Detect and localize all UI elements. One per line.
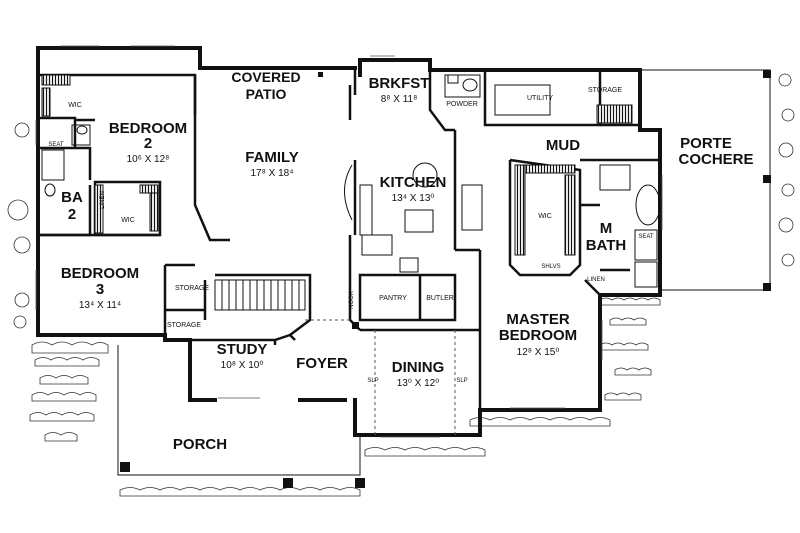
shrubs-right [778,73,795,267]
powder-label: POWDER [446,101,478,108]
shrubs-front [29,297,661,497]
master-bedroom-dims: 12⁸ X 15⁰ [517,347,560,358]
foyer-label: FOYER [296,355,348,372]
family-dims: 17⁸ X 18⁴ [251,168,294,179]
nook-label: NOOK [349,291,355,309]
seat-master-label: SEAT [638,234,654,240]
porch-label: PORCH [173,436,227,453]
brkfst-label: BRKFST [369,75,430,92]
wic-mid-left-label: WIC [121,217,135,224]
bedroom3-label-1: BEDROOM [61,265,139,282]
brkfst-dims: 8⁸ X 11⁸ [381,94,418,105]
dining-label: DINING [392,359,445,376]
covered-patio-label-2: PATIO [246,86,287,102]
bedroom2-label-2: 2 [144,135,152,152]
study-label: STUDY [217,341,268,358]
family-label: FAMILY [245,149,299,166]
interior-walls [38,68,661,435]
bedroom3-dims: 13⁴ X 11⁴ [79,300,121,311]
master-bedroom-label-2: BEDROOM [499,327,577,344]
porte-cochere-label-2: COCHERE [678,151,753,168]
bedroom2-dims: 10⁶ X 12⁸ [127,154,170,165]
mud-label: MUD [546,137,580,154]
room-labels: COVERED PATIO BRKFST 8⁸ X 11⁸ POWDER UTI… [48,69,753,453]
linen-left-label: LINEN [100,191,106,209]
m-bath-label-2: BATH [586,237,627,254]
bedroom2-label-1: BEDROOM [109,120,187,137]
windows [35,45,663,438]
shrubs-left [7,122,31,329]
utility-label: UTILITY [527,95,553,102]
seat-left-label: SEAT [48,142,64,148]
storage-stair-label: STORAGE [175,285,209,292]
porch-outline [117,345,365,488]
shlvs-label: SHLVS [541,264,560,270]
landscaping [7,73,795,497]
kitchen-label: KITCHEN [380,174,447,191]
m-bath-label-1: M [600,220,613,237]
covered-patio-label-1: COVERED [231,69,300,85]
linen-master-label: LINEN [587,277,605,283]
stairs [214,273,312,336]
kitchen-dims: 13⁴ X 13⁰ [392,193,435,204]
ba2-label-1: BA [61,189,83,206]
bedroom3-label-2: 3 [96,281,104,298]
butler-label: BUTLER [426,295,454,302]
wic-master-label: WIC [538,213,552,220]
porte-cochere-outline [640,69,771,291]
porte-cochere-label-1: PORTE [680,135,732,152]
slp-left-label: SLP [367,378,378,384]
foyer-column [352,322,359,329]
dining-dims: 13⁰ X 12⁰ [397,378,440,389]
master-bedroom-label-1: MASTER [506,311,570,328]
ba2-label-2: 2 [68,206,76,223]
pantry-label: PANTRY [379,295,407,302]
storage-top-label: STORAGE [588,87,622,94]
patio-post [318,72,323,77]
slp-right-label: SLP [456,378,467,384]
study-dims: 10⁸ X 10⁰ [221,360,264,371]
storage-lower-label: STORAGE [167,322,201,329]
wic-top-left-label: WIC [68,102,82,109]
